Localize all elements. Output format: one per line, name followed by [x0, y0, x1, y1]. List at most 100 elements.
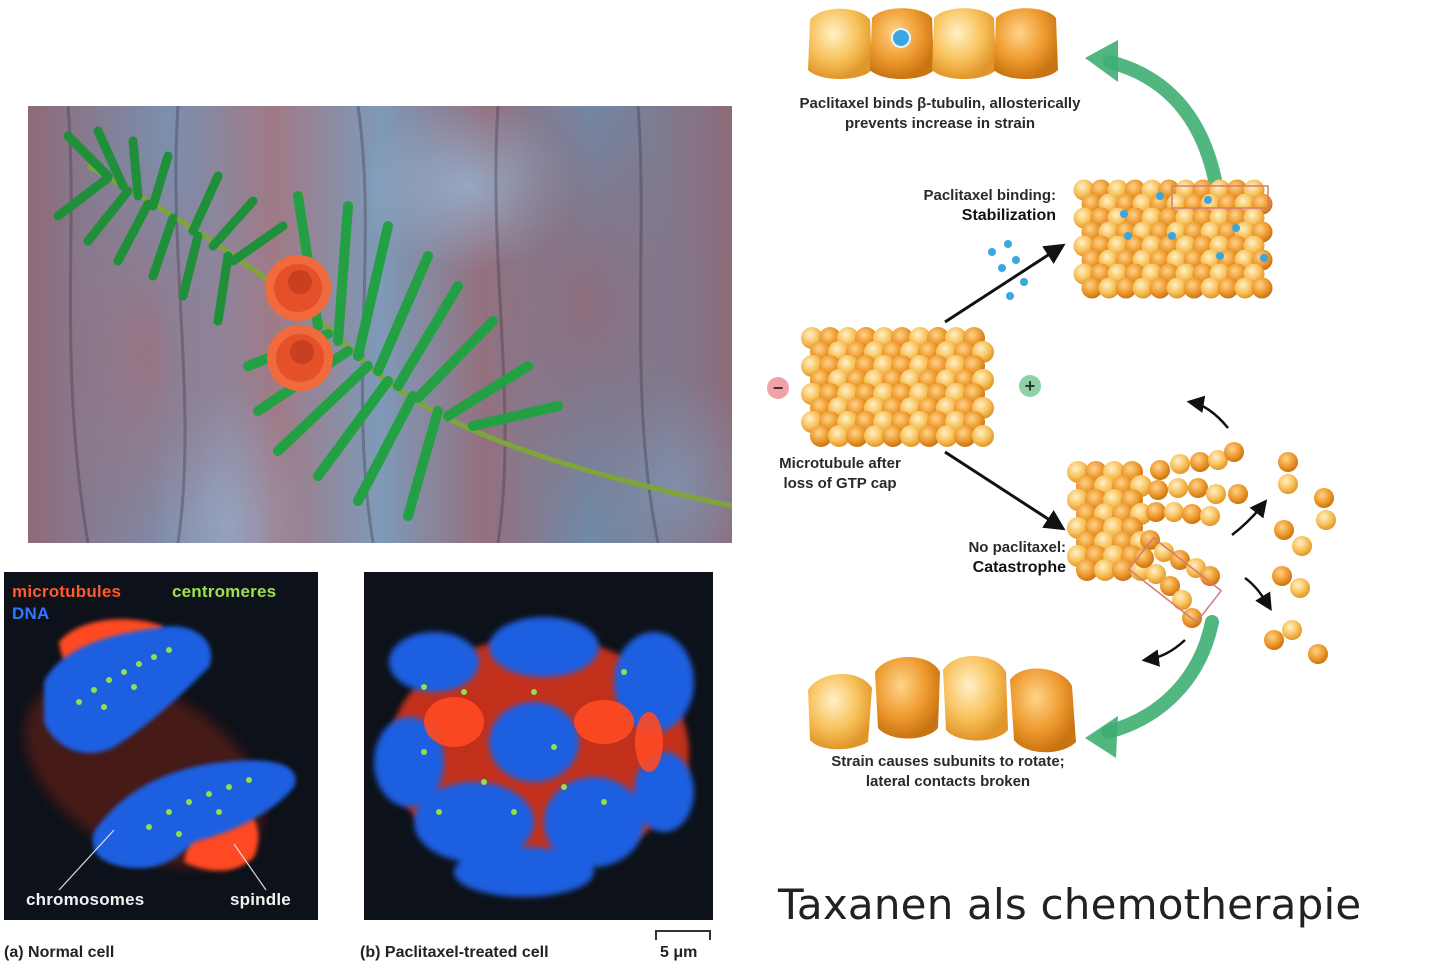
bound-paclitaxel	[1156, 192, 1164, 200]
normal-cell-image	[24, 619, 296, 891]
arrow-subunit-release-3	[1244, 576, 1272, 611]
highlight-box-top	[1171, 185, 1269, 209]
stabilized-microtubule	[1073, 179, 1273, 299]
tubulin-subunit	[1206, 484, 1226, 504]
tubulin-subunit	[1264, 630, 1284, 650]
label-stabilization-line2: Stabilization	[961, 207, 1056, 224]
tubulin-subunit	[1251, 277, 1273, 299]
tubulin-subunit	[1170, 454, 1190, 474]
tubulin-subunit	[954, 425, 976, 447]
label-microtubule-gtp-line1: Microtubule after	[779, 455, 901, 472]
arrow-to-catastrophe	[944, 450, 1066, 531]
tubulin-subunit	[1200, 506, 1220, 526]
tubulin-subunit	[1190, 452, 1210, 472]
caption-text-b: Paclitaxel-treated cell	[384, 944, 549, 961]
arrow-subunit-release-1	[1186, 395, 1229, 429]
tubulin-subunit	[864, 425, 886, 447]
paclitaxel-molecule	[891, 28, 911, 48]
yew-berry-upper	[265, 255, 331, 321]
bound-paclitaxel	[1260, 254, 1268, 262]
yew-photo	[28, 106, 732, 543]
tubulin-subunit	[1183, 277, 1205, 299]
tubulin-subunit	[1154, 542, 1174, 562]
label-stabilization-line1: Paclitaxel binding:	[923, 187, 1056, 204]
tubulin-subunit	[972, 425, 994, 447]
tubulin-subunit	[1217, 277, 1239, 299]
tubulin-subunit	[1094, 559, 1116, 581]
tubulin-subunit	[1278, 452, 1298, 472]
tubulin-subunit	[1228, 484, 1248, 504]
tubulin-subunit	[1278, 474, 1298, 494]
label-strain-rotate: Strain causes subunits to rotate; latera…	[780, 752, 1116, 792]
paclitaxel-treated-cell-fluorescence-panel	[364, 572, 713, 920]
tubulin-subunit	[1150, 460, 1170, 480]
label-paclitaxel-binds-line1: Paclitaxel binds β-tubulin, allosterical…	[799, 95, 1081, 112]
green-arrow-top	[1103, 55, 1222, 187]
label-spindle: spindle	[230, 890, 291, 909]
legend-centromeres: centromeres	[172, 582, 277, 601]
green-arrowhead-top	[1085, 40, 1118, 82]
paclitaxel-treated-cell-image	[374, 617, 694, 897]
rotated-subunit-row	[808, 655, 1076, 753]
tubulin-subunit	[1290, 578, 1310, 598]
label-chromosomes: chromosomes	[26, 890, 145, 909]
scale-bar	[655, 930, 711, 940]
tubulin-subunit	[1168, 478, 1188, 498]
bound-paclitaxel	[1232, 224, 1240, 232]
tubulin-subunit	[1188, 478, 1208, 498]
tubulin-subunit	[1274, 520, 1294, 540]
tubulin-subunit	[1282, 620, 1302, 640]
label-stabilization: Paclitaxel binding: Stabilization	[860, 186, 1056, 226]
free-subunits	[1264, 452, 1336, 664]
tubulin-subunit	[1132, 277, 1154, 299]
tubulin-subunit	[1160, 576, 1180, 596]
plus-sign: +	[1025, 376, 1036, 396]
tubulin-subunit	[1314, 488, 1334, 508]
tubulin-subunit	[1098, 277, 1120, 299]
label-microtubule-gtp: Microtubule after loss of GTP cap	[752, 454, 928, 494]
slide-title: Taxanen als chemotherapie	[778, 880, 1362, 929]
bound-paclitaxel	[1124, 232, 1132, 240]
tubulin-subunit	[1166, 277, 1188, 299]
tubulin-subunit	[1224, 442, 1244, 462]
tubulin-subunit	[828, 425, 850, 447]
tubulin-subunit	[1292, 536, 1312, 556]
arrow-subunit-release-2	[1231, 499, 1268, 536]
caption-paclitaxel-cell: (b) Paclitaxel-treated cell	[360, 944, 549, 962]
tubulin-subunit	[846, 425, 868, 447]
arrow-to-stabilization	[944, 243, 1066, 324]
highlight-box-bottom	[1127, 536, 1223, 624]
tubulin-subunit	[1112, 559, 1134, 581]
tubulin-subunit	[1200, 277, 1222, 299]
label-strain-rotate-line2: lateral contacts broken	[865, 773, 1031, 790]
tubulin-subunit	[1182, 504, 1202, 524]
normal-cell-fluorescence-panel: microtubules centromeres DNA chromosomes…	[4, 572, 318, 920]
tubulin-subunit	[1308, 644, 1328, 664]
tubulin-subunit	[1148, 480, 1168, 500]
tubulin-subunit	[1146, 502, 1166, 522]
label-catastrophe-line1: No paclitaxel:	[968, 539, 1066, 556]
bound-paclitaxel	[1168, 232, 1176, 240]
label-microtubule-gtp-line2: loss of GTP cap	[783, 475, 897, 492]
caption-letter-b: (b)	[360, 944, 381, 961]
tubulin-subunit	[1316, 510, 1336, 530]
tubulin-subunit	[1172, 590, 1192, 610]
tubulin-subunit	[1140, 530, 1160, 550]
tubulin-subunit	[900, 425, 922, 447]
tubulin-subunit	[1146, 564, 1166, 584]
label-catastrophe-line2: Catastrophe	[972, 559, 1066, 576]
tubulin-subunit	[1134, 548, 1154, 568]
caption-normal-cell: (a) Normal cell	[4, 944, 114, 962]
tubulin-subunit	[936, 425, 958, 447]
caption-text-a: Normal cell	[28, 944, 115, 961]
label-catastrophe: No paclitaxel: Catastrophe	[880, 538, 1066, 578]
tubulin-subunit	[1164, 502, 1184, 522]
green-arrow-bottom	[1101, 615, 1219, 739]
tubulin-subunit	[1200, 566, 1220, 586]
tubulin-subunit	[1115, 277, 1137, 299]
bound-paclitaxel	[1204, 196, 1212, 204]
tubulin-subunit	[918, 425, 940, 447]
tubulin-subunit	[1234, 277, 1256, 299]
plus-end-marker	[1019, 375, 1041, 397]
label-paclitaxel-binds: Paclitaxel binds β-tubulin, allosterical…	[760, 94, 1120, 134]
